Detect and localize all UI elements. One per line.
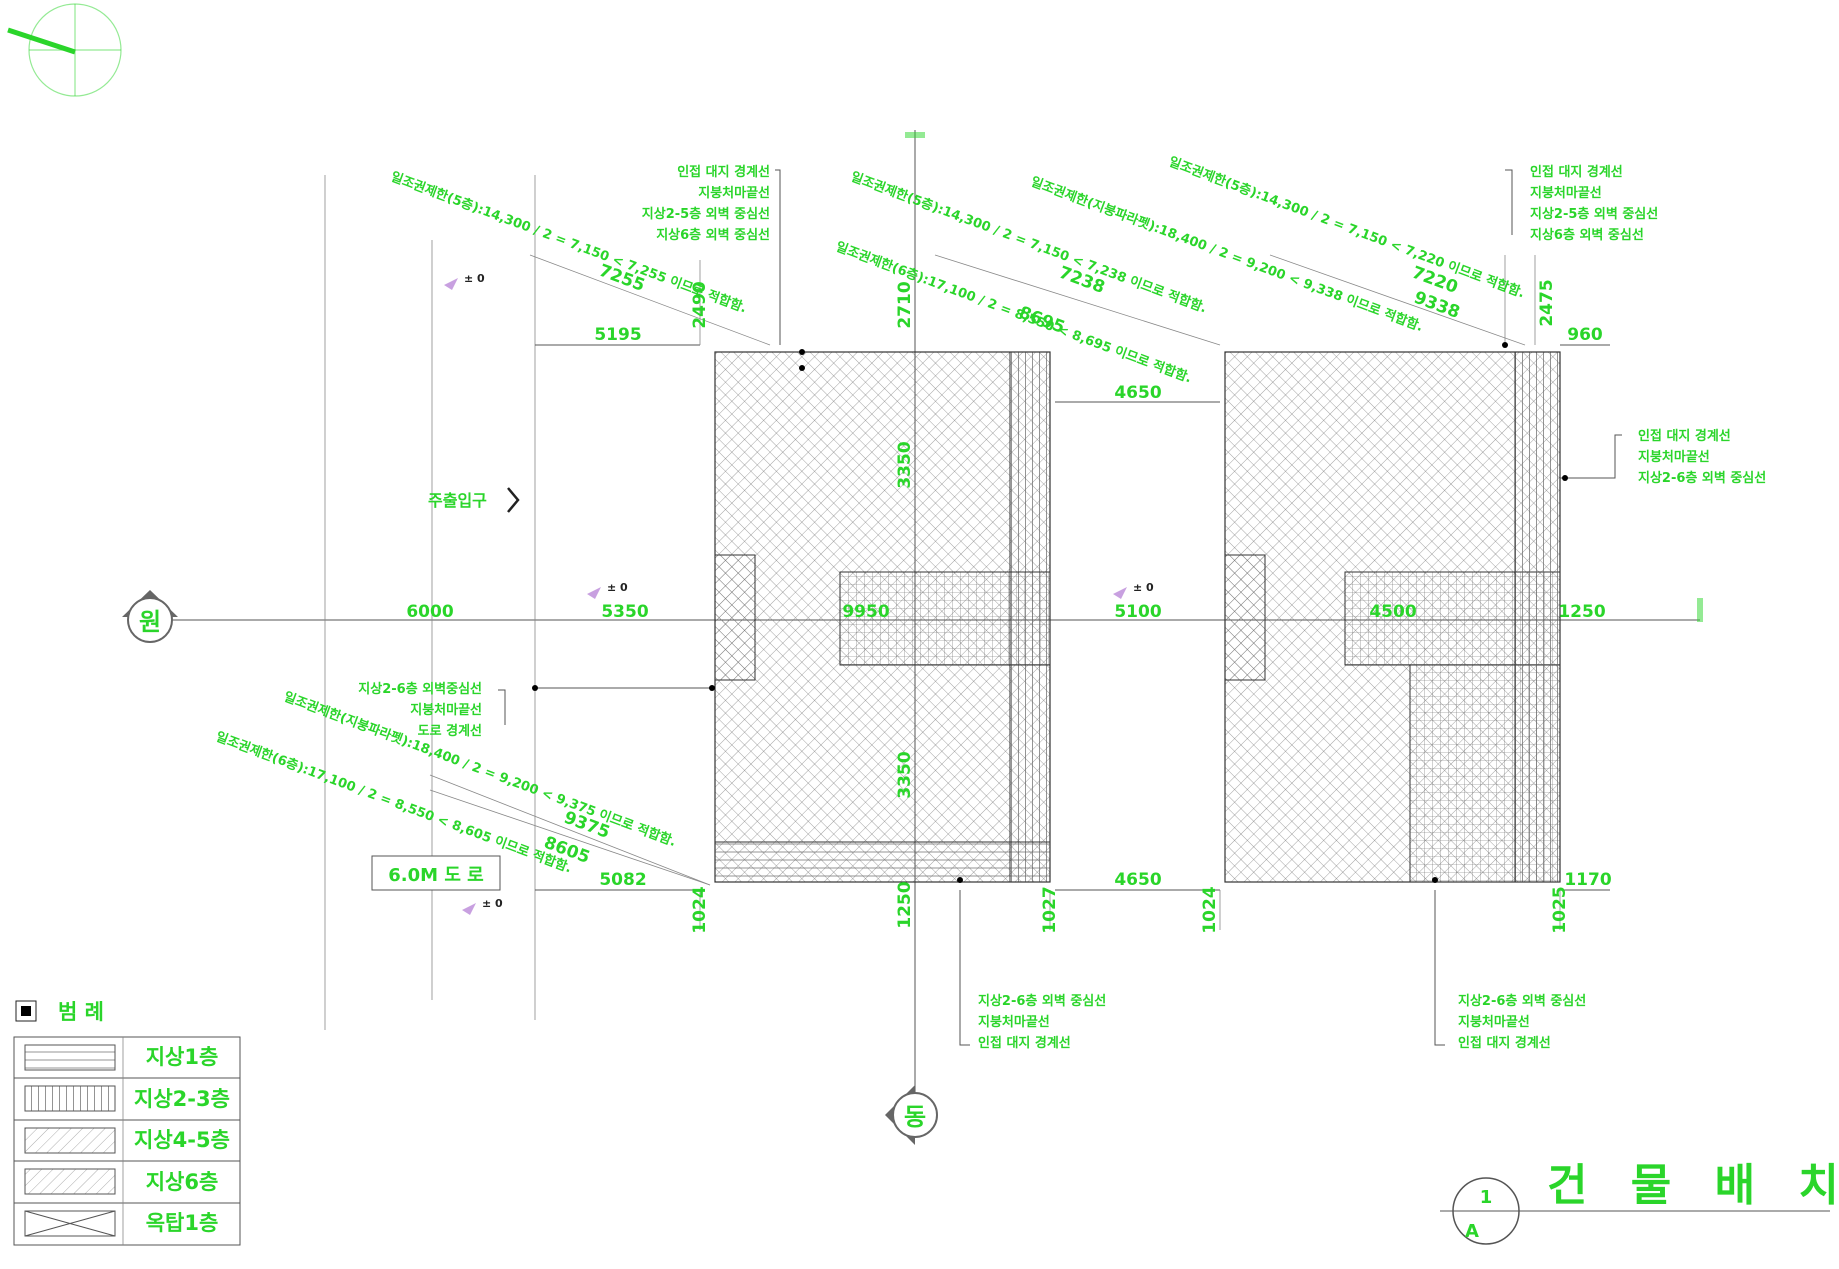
main-entrance: 주출입구 (428, 487, 520, 513)
level-mark-icon: ± 0 (444, 272, 485, 290)
svg-text:지붕처마끝선: 지붕처마끝선 (698, 185, 770, 201)
dim-vert-3: 2475 (1537, 279, 1557, 326)
svg-text:지상2-6층 외벽 중심선: 지상2-6층 외벽 중심선 (1458, 993, 1586, 1009)
dimension-texts-bottom: 5082 4650 1170 (599, 870, 1611, 890)
svg-text:지붕처마끝선: 지붕처마끝선 (1530, 185, 1602, 201)
dim-vert-9: 1024 (1200, 886, 1220, 933)
title-block: 1 A 건 물 배 치 도 (1440, 1160, 1839, 1245)
road-label-box: 6.0M 도 로 (371, 855, 501, 891)
legend-item-1: 지상1층 (146, 1045, 219, 1069)
svg-text:지상6층 외벽 중심선: 지상6층 외벽 중심선 (656, 227, 770, 243)
svg-text:± 0: ± 0 (607, 581, 628, 594)
north-arrow-icon (7, 3, 122, 97)
dim-center-5: 4500 (1369, 602, 1416, 622)
sheet-number: 1 (1480, 1187, 1493, 1208)
dim-bottom-2: 4650 (1114, 870, 1161, 890)
dim-vert-6: 1024 (690, 886, 710, 933)
legend-item-5: 옥탑1층 (146, 1211, 219, 1235)
dim-vert-4: 3350 (895, 441, 915, 488)
dim-top-1: 5195 (594, 325, 641, 345)
dim-center-2: 5350 (601, 602, 648, 622)
svg-text:인접 대지 경계선: 인접 대지 경계선 (1530, 164, 1623, 180)
svg-text:지상2-5층 외벽 중심선: 지상2-5층 외벽 중심선 (1530, 206, 1658, 222)
dim-bottom-1: 5082 (599, 870, 646, 890)
level-mark-icon: ± 0 (462, 897, 503, 915)
svg-text:도로 경계선: 도로 경계선 (418, 723, 482, 739)
leader-notes-top-right: 인접 대지 경계선 지붕처마끝선 지상2-5층 외벽 중심선 지상6층 외벽 중… (1530, 164, 1658, 243)
leader-notes-bottom-center: 지상2-6층 외벽 중심선 지붕처마끝선 인접 대지 경계선 (978, 993, 1106, 1051)
svg-text:지상2-6층 외벽 중심선: 지상2-6층 외벽 중심선 (978, 993, 1106, 1009)
building-2-footprint (1224, 351, 1561, 883)
legend-item-2: 지상2-3층 (134, 1087, 230, 1111)
svg-text:지붕처마끝선: 지붕처마끝선 (1458, 1014, 1530, 1030)
svg-text:± 0: ± 0 (1133, 581, 1154, 594)
svg-text:인접 대지 경계선: 인접 대지 경계선 (1458, 1035, 1551, 1051)
dim-bottom-3: 1170 (1564, 870, 1611, 890)
svg-text:지상2-5층 외벽 중심선: 지상2-5층 외벽 중심선 (642, 206, 770, 222)
dimension-texts-vertical: 2490 2710 2475 3350 3350 1024 1250 1027 … (690, 279, 1570, 933)
setback-note-4: 일조권제한(지붕파라펫):18,400 / 2 = 9,200 < 9,338 … (1029, 174, 1426, 335)
dim-center-4: 5100 (1114, 602, 1161, 622)
svg-text:± 0: ± 0 (482, 897, 503, 910)
leader-notes-bottom-right: 지상2-6층 외벽 중심선 지붕처마끝선 인접 대지 경계선 (1458, 993, 1586, 1051)
dim-vert-10: 1025 (1550, 886, 1570, 933)
svg-text:± 0: ± 0 (464, 272, 485, 285)
axis-marker-west: 원 (122, 590, 178, 643)
entrance-label: 주출입구 (428, 491, 487, 510)
svg-text:지붕처마끝선: 지붕처마끝선 (978, 1014, 1050, 1030)
sheet-letter: A (1465, 1221, 1479, 1242)
drawing-title: 건 물 배 치 도 (1547, 1160, 1839, 1211)
legend-item-4: 지상6층 (146, 1170, 219, 1194)
setback-note-7: 일조권제한(6층):17,100 / 2 = 8,550 < 8,605 이므로… (214, 729, 574, 877)
dim-vert-1: 2490 (690, 281, 710, 328)
dim-vert-5: 3350 (895, 751, 915, 798)
leader-notes-right: 인접 대지 경계선 지붕처마끝선 지상2-6층 외벽 중심선 (1638, 428, 1766, 486)
dimension-texts-center: 6000 5350 9950 5100 4500 1250 (406, 602, 1605, 622)
dim-top-2: 4650 (1114, 383, 1161, 403)
svg-text:지붕처마끝선: 지붕처마끝선 (1638, 449, 1710, 465)
svg-text:지상2-6층 외벽중심선: 지상2-6층 외벽중심선 (358, 681, 482, 697)
legend: 범 례 지상1층 지상2-3층 지상4-5층 지상6층 옥탑1층 (13, 1000, 241, 1246)
level-marks: ± 0 ± 0 ± 0 ± 0 (444, 272, 1154, 915)
legend-title: 범 례 (58, 1000, 104, 1024)
svg-text:인접 대지 경계선: 인접 대지 경계선 (978, 1035, 1071, 1051)
legend-swatch-rooftop (24, 1210, 116, 1237)
level-mark-icon: ± 0 (587, 581, 628, 599)
level-mark-icon: ± 0 (1113, 581, 1154, 599)
dim-vert-2: 2710 (895, 281, 915, 328)
dim-center-3: 9950 (842, 602, 889, 622)
dimension-texts-top: 5195 4650 960 (594, 325, 1603, 403)
chevron-right-icon (507, 487, 520, 513)
leader-notes-left: 지상2-6층 외벽중심선 지붕처마끝선 도로 경계선 (358, 681, 482, 739)
svg-text:지붕처마끝선: 지붕처마끝선 (410, 702, 482, 718)
axis-south-label: 동 (904, 1103, 926, 1131)
dim-center-6: 1250 (1558, 602, 1605, 622)
legend-item-3: 지상4-5층 (134, 1128, 230, 1152)
dim-vert-8: 1027 (1040, 886, 1060, 933)
leader-lines (498, 169, 1622, 1046)
dimension-lines (429, 254, 1610, 930)
svg-text:인접 대지 경계선: 인접 대지 경계선 (1638, 428, 1731, 444)
svg-text:지상2-6층 외벽 중심선: 지상2-6층 외벽 중심선 (1638, 470, 1766, 486)
axis-west-label: 원 (139, 608, 161, 636)
dim-center-1: 6000 (406, 602, 453, 622)
dim-top-3: 960 (1567, 325, 1603, 345)
svg-text:지상6층 외벽 중심선: 지상6층 외벽 중심선 (1530, 227, 1644, 243)
road-label: 6.0M 도 로 (388, 865, 483, 886)
dim-vert-7: 1250 (895, 881, 915, 928)
leader-notes-top-left: 인접 대지 경계선 지붕처마끝선 지상2-5층 외벽 중심선 지상6층 외벽 중… (642, 164, 770, 243)
diag-value-3: 8695 (1016, 303, 1067, 338)
axis-marker-south: 동 (885, 1085, 938, 1145)
setback-note-5: 일조권제한(5층):14,300 / 2 = 7,150 < 7,220 이므로… (1167, 154, 1527, 302)
building-1-footprint (714, 351, 1051, 883)
svg-text:인접 대지 경계선: 인접 대지 경계선 (677, 164, 770, 180)
